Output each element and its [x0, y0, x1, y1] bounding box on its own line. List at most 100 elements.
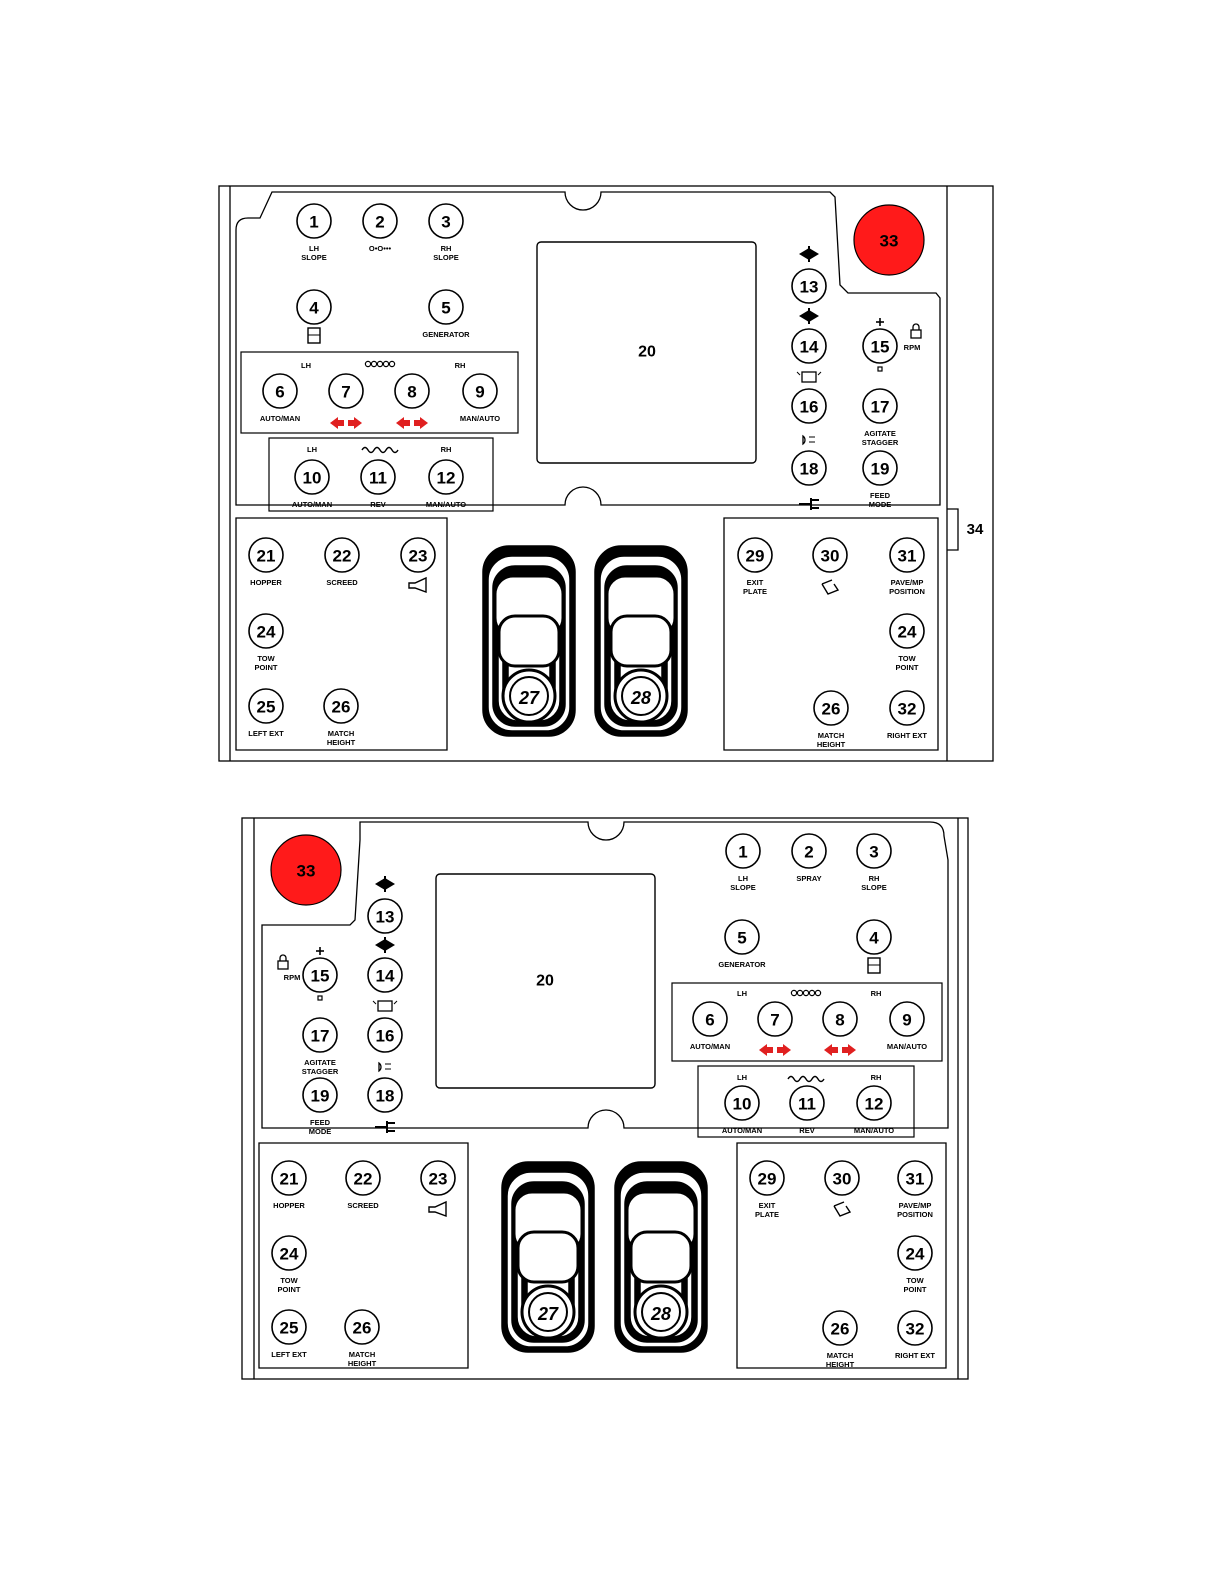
panel-a-button-18[interactable]: 18 — [791, 450, 827, 486]
button-label: GENERATOR — [422, 330, 470, 339]
button-number: 14 — [800, 338, 819, 357]
button-label: EXIT — [747, 578, 764, 587]
button-label: GENERATOR — [718, 960, 766, 969]
panel-a-turn-arrows — [330, 417, 362, 429]
panel-b-button-18[interactable]: 18 — [367, 1077, 403, 1113]
panel-a-emergency-stop-button[interactable]: 33 — [853, 204, 925, 276]
panel-a-button-30[interactable]: 30 — [812, 537, 848, 573]
panel-a-upper-plate — [235, 191, 941, 506]
panel-a-button-8[interactable]: 8 — [394, 373, 430, 409]
panel-a-joystick-27[interactable]: 27 — [482, 545, 576, 737]
button-number: 31 — [898, 547, 917, 566]
panel-a-button-7[interactable]: 7 — [328, 373, 364, 409]
panel-b-button-14[interactable]: 14 — [367, 957, 403, 993]
panel-b-button-16[interactable]: 16 — [367, 1017, 403, 1053]
button-number: 26 — [332, 698, 351, 717]
button-number: 32 — [898, 700, 917, 719]
button-number: 22 — [333, 547, 352, 566]
panel-b-emergency-stop-button[interactable]: 33 — [270, 834, 342, 906]
panel-a-button-15[interactable]: 15 — [862, 328, 898, 364]
panel-b-button-15[interactable]: 15 — [302, 957, 338, 993]
panel-b-joystick-28[interactable]: 28 — [614, 1161, 708, 1353]
panel-a-button-14[interactable]: 14 — [791, 328, 827, 364]
button-label: AUTO/MAN — [722, 1126, 762, 1135]
panel-a-button-16[interactable]: 16 — [791, 388, 827, 424]
panel-a-group-label: RH — [455, 361, 466, 370]
panel-b-work-light-icon — [372, 1000, 398, 1012]
panel-b-light-bar-icon — [790, 989, 822, 997]
panel-b-horn-icon — [428, 1200, 447, 1217]
panel-a-button-23[interactable]: 23 — [400, 537, 436, 573]
panel-a-button-4[interactable]: 4 — [296, 289, 332, 325]
button-label: MAN/AUTO — [887, 1042, 927, 1051]
panel-a-headlight-icon — [802, 434, 815, 446]
panel-b-button-13[interactable]: 13 — [367, 898, 403, 934]
panel-b-speed-plus-minus-icon — [316, 947, 324, 1001]
button-label: LH — [309, 244, 319, 253]
panel-b-group-lights — [671, 982, 943, 1062]
panel-a-button-2[interactable]: 2O•O••• — [362, 203, 398, 253]
panel-b-button-4[interactable]: 4 — [856, 919, 892, 955]
panel-a-button-13[interactable]: 13 — [791, 268, 827, 304]
button-label: HOPPER — [273, 1201, 305, 1210]
button-label: POINT — [278, 1285, 301, 1294]
stop-label: 33 — [297, 862, 316, 881]
button-number: 17 — [871, 398, 890, 417]
panel-b-button-8[interactable]: 8 — [822, 1001, 858, 1037]
panel-b-joystick-27[interactable]: 27 — [501, 1161, 595, 1353]
panel-b: 20 — [241, 817, 969, 1380]
panel-a-display-label: 20 — [638, 344, 656, 361]
panel-b-button-30[interactable]: 30 — [824, 1160, 860, 1196]
button-number: 4 — [869, 929, 879, 948]
panel-b-button-23[interactable]: 23 — [420, 1160, 456, 1196]
panel-a-joystick-28[interactable]: 28 — [594, 545, 688, 737]
button-label: MAN/AUTO — [426, 500, 466, 509]
button-label: AUTO/MAN — [690, 1042, 730, 1051]
panel-b-button-7[interactable]: 7 — [757, 1001, 793, 1037]
button-number: 13 — [376, 908, 395, 927]
button-number: 24 — [257, 623, 276, 642]
